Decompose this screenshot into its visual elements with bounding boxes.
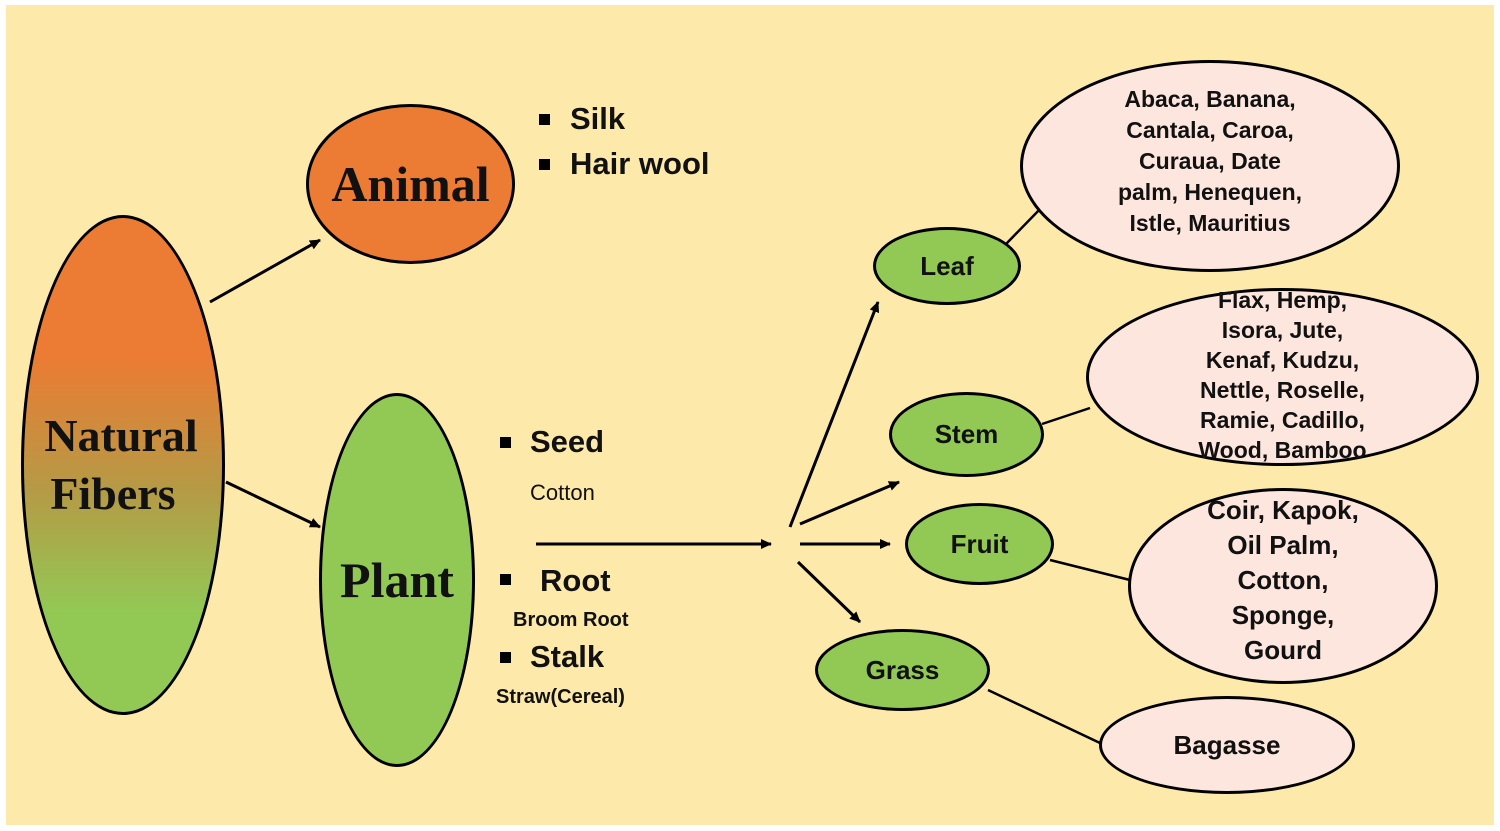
- animal-label: Animal: [331, 156, 490, 212]
- natural-fibers-label-line2: Fibers: [50, 468, 176, 519]
- connector-fruit: [1049, 558, 1131, 582]
- plant-stalk-label: Stalk: [530, 639, 605, 674]
- stem-example-line: Wood, Bamboo: [1198, 437, 1367, 463]
- arrow-to-stem: [799, 480, 900, 526]
- fruit-node: Fruit: [905, 503, 1054, 585]
- plant-root-example: Broom Root: [513, 609, 629, 631]
- fruit-examples: Coir, Kapok, Oil Palm, Cotton, Sponge, G…: [1128, 488, 1438, 684]
- leaf-example-line: Istle, Mauritius: [1129, 209, 1291, 236]
- arrow-root-to-animal: [209, 238, 321, 304]
- grass-label: Grass: [865, 654, 940, 685]
- stem-example-line: Flax, Hemp,: [1217, 287, 1348, 313]
- stem-example-line: Kenaf, Kudzu,: [1205, 347, 1360, 373]
- animal-item-silk: Silk: [570, 101, 626, 136]
- leaf-example-line: Cantala, Caroa,: [1126, 116, 1294, 143]
- bullet-icon: [539, 159, 550, 170]
- connector-grass: [987, 688, 1101, 745]
- grass-example-line: Bagasse: [1173, 729, 1281, 760]
- bullet-icon: [500, 437, 511, 448]
- stem-examples: Flax, Hemp, Isora, Jute, Kenaf, Kudzu, N…: [1086, 287, 1479, 466]
- arrow-root-to-plant: [225, 480, 321, 529]
- grass-node: Grass: [815, 629, 990, 711]
- bullet-icon: [500, 652, 511, 663]
- natural-fibers-node: Natural Fibers: [21, 215, 225, 715]
- fruit-label: Fruit: [950, 528, 1009, 559]
- fruit-example-line: Oil Palm,: [1227, 529, 1339, 560]
- arrow-to-grass: [796, 560, 862, 624]
- connector-leaf: [1005, 205, 1044, 245]
- leaf-examples: Abaca, Banana, Cantala, Caroa, Curaua, D…: [1020, 60, 1400, 272]
- plant-node: Plant: [319, 393, 475, 767]
- plant-stalk-example: Straw(Cereal): [496, 686, 625, 708]
- stem-example-line: Ramie, Cadillo,: [1200, 407, 1365, 433]
- fruit-example-line: Cotton,: [1237, 564, 1329, 595]
- stem-example-line: Nettle, Roselle,: [1200, 377, 1365, 403]
- fruit-example-line: Sponge,: [1231, 599, 1335, 630]
- grass-examples: Bagasse: [1099, 696, 1355, 794]
- leaf-label: Leaf: [920, 250, 974, 281]
- stem-label: Stem: [934, 419, 999, 449]
- fruit-example-line: Coir, Kapok,: [1207, 494, 1359, 525]
- leaf-node: Leaf: [873, 227, 1021, 305]
- connector-stem: [1041, 406, 1091, 426]
- stem-node: Stem: [889, 392, 1044, 477]
- natural-fibers-label-line1: Natural: [44, 410, 198, 461]
- plant-root-label: Root: [540, 563, 611, 598]
- stem-example-line: Isora, Jute,: [1221, 317, 1344, 343]
- plant-label: Plant: [340, 552, 454, 608]
- leaf-example-line: Abaca, Banana,: [1124, 85, 1296, 112]
- leaf-example-line: palm, Henequen,: [1117, 178, 1303, 205]
- leaf-example-line: Curaua, Date: [1139, 147, 1281, 174]
- animal-node: Animal: [306, 104, 515, 264]
- arrow-to-leaf: [788, 301, 880, 528]
- animal-item-hair-wool: Hair wool: [570, 146, 710, 181]
- fruit-example-line: Gourd: [1243, 634, 1322, 665]
- plant-seed-label: Seed: [530, 424, 605, 459]
- plant-seed-example: Cotton: [530, 480, 595, 505]
- bullet-icon: [500, 574, 511, 585]
- bullet-icon: [539, 114, 550, 125]
